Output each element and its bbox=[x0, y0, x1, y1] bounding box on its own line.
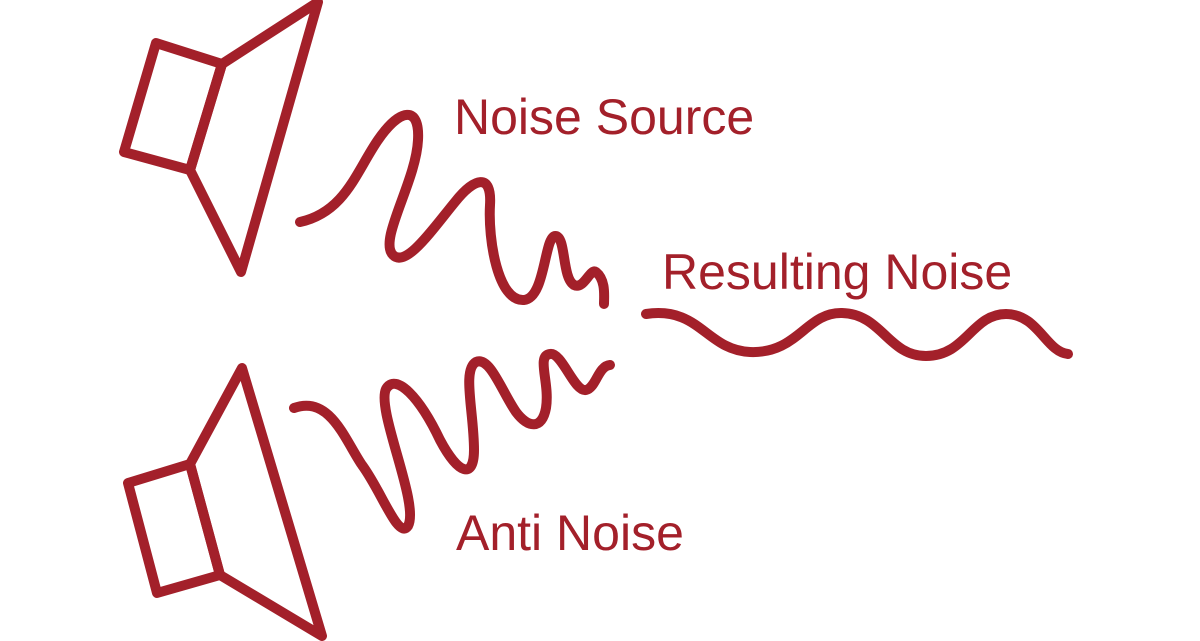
diagram-strokes bbox=[119, 0, 1073, 641]
noise-source-label: Noise Source bbox=[454, 89, 755, 145]
resulting-noise-label: Resulting Noise bbox=[662, 244, 1013, 300]
speaker-cone-top bbox=[185, 0, 323, 277]
anti-noise-wave bbox=[289, 349, 615, 534]
speaker-cone-bottom bbox=[185, 363, 327, 641]
speaker-icon bbox=[119, 0, 323, 277]
resulting-noise-wave bbox=[641, 307, 1073, 361]
noise-source-wave bbox=[295, 109, 610, 309]
anti-noise-label: Anti Noise bbox=[456, 505, 684, 561]
speaker-icon bbox=[123, 363, 327, 641]
